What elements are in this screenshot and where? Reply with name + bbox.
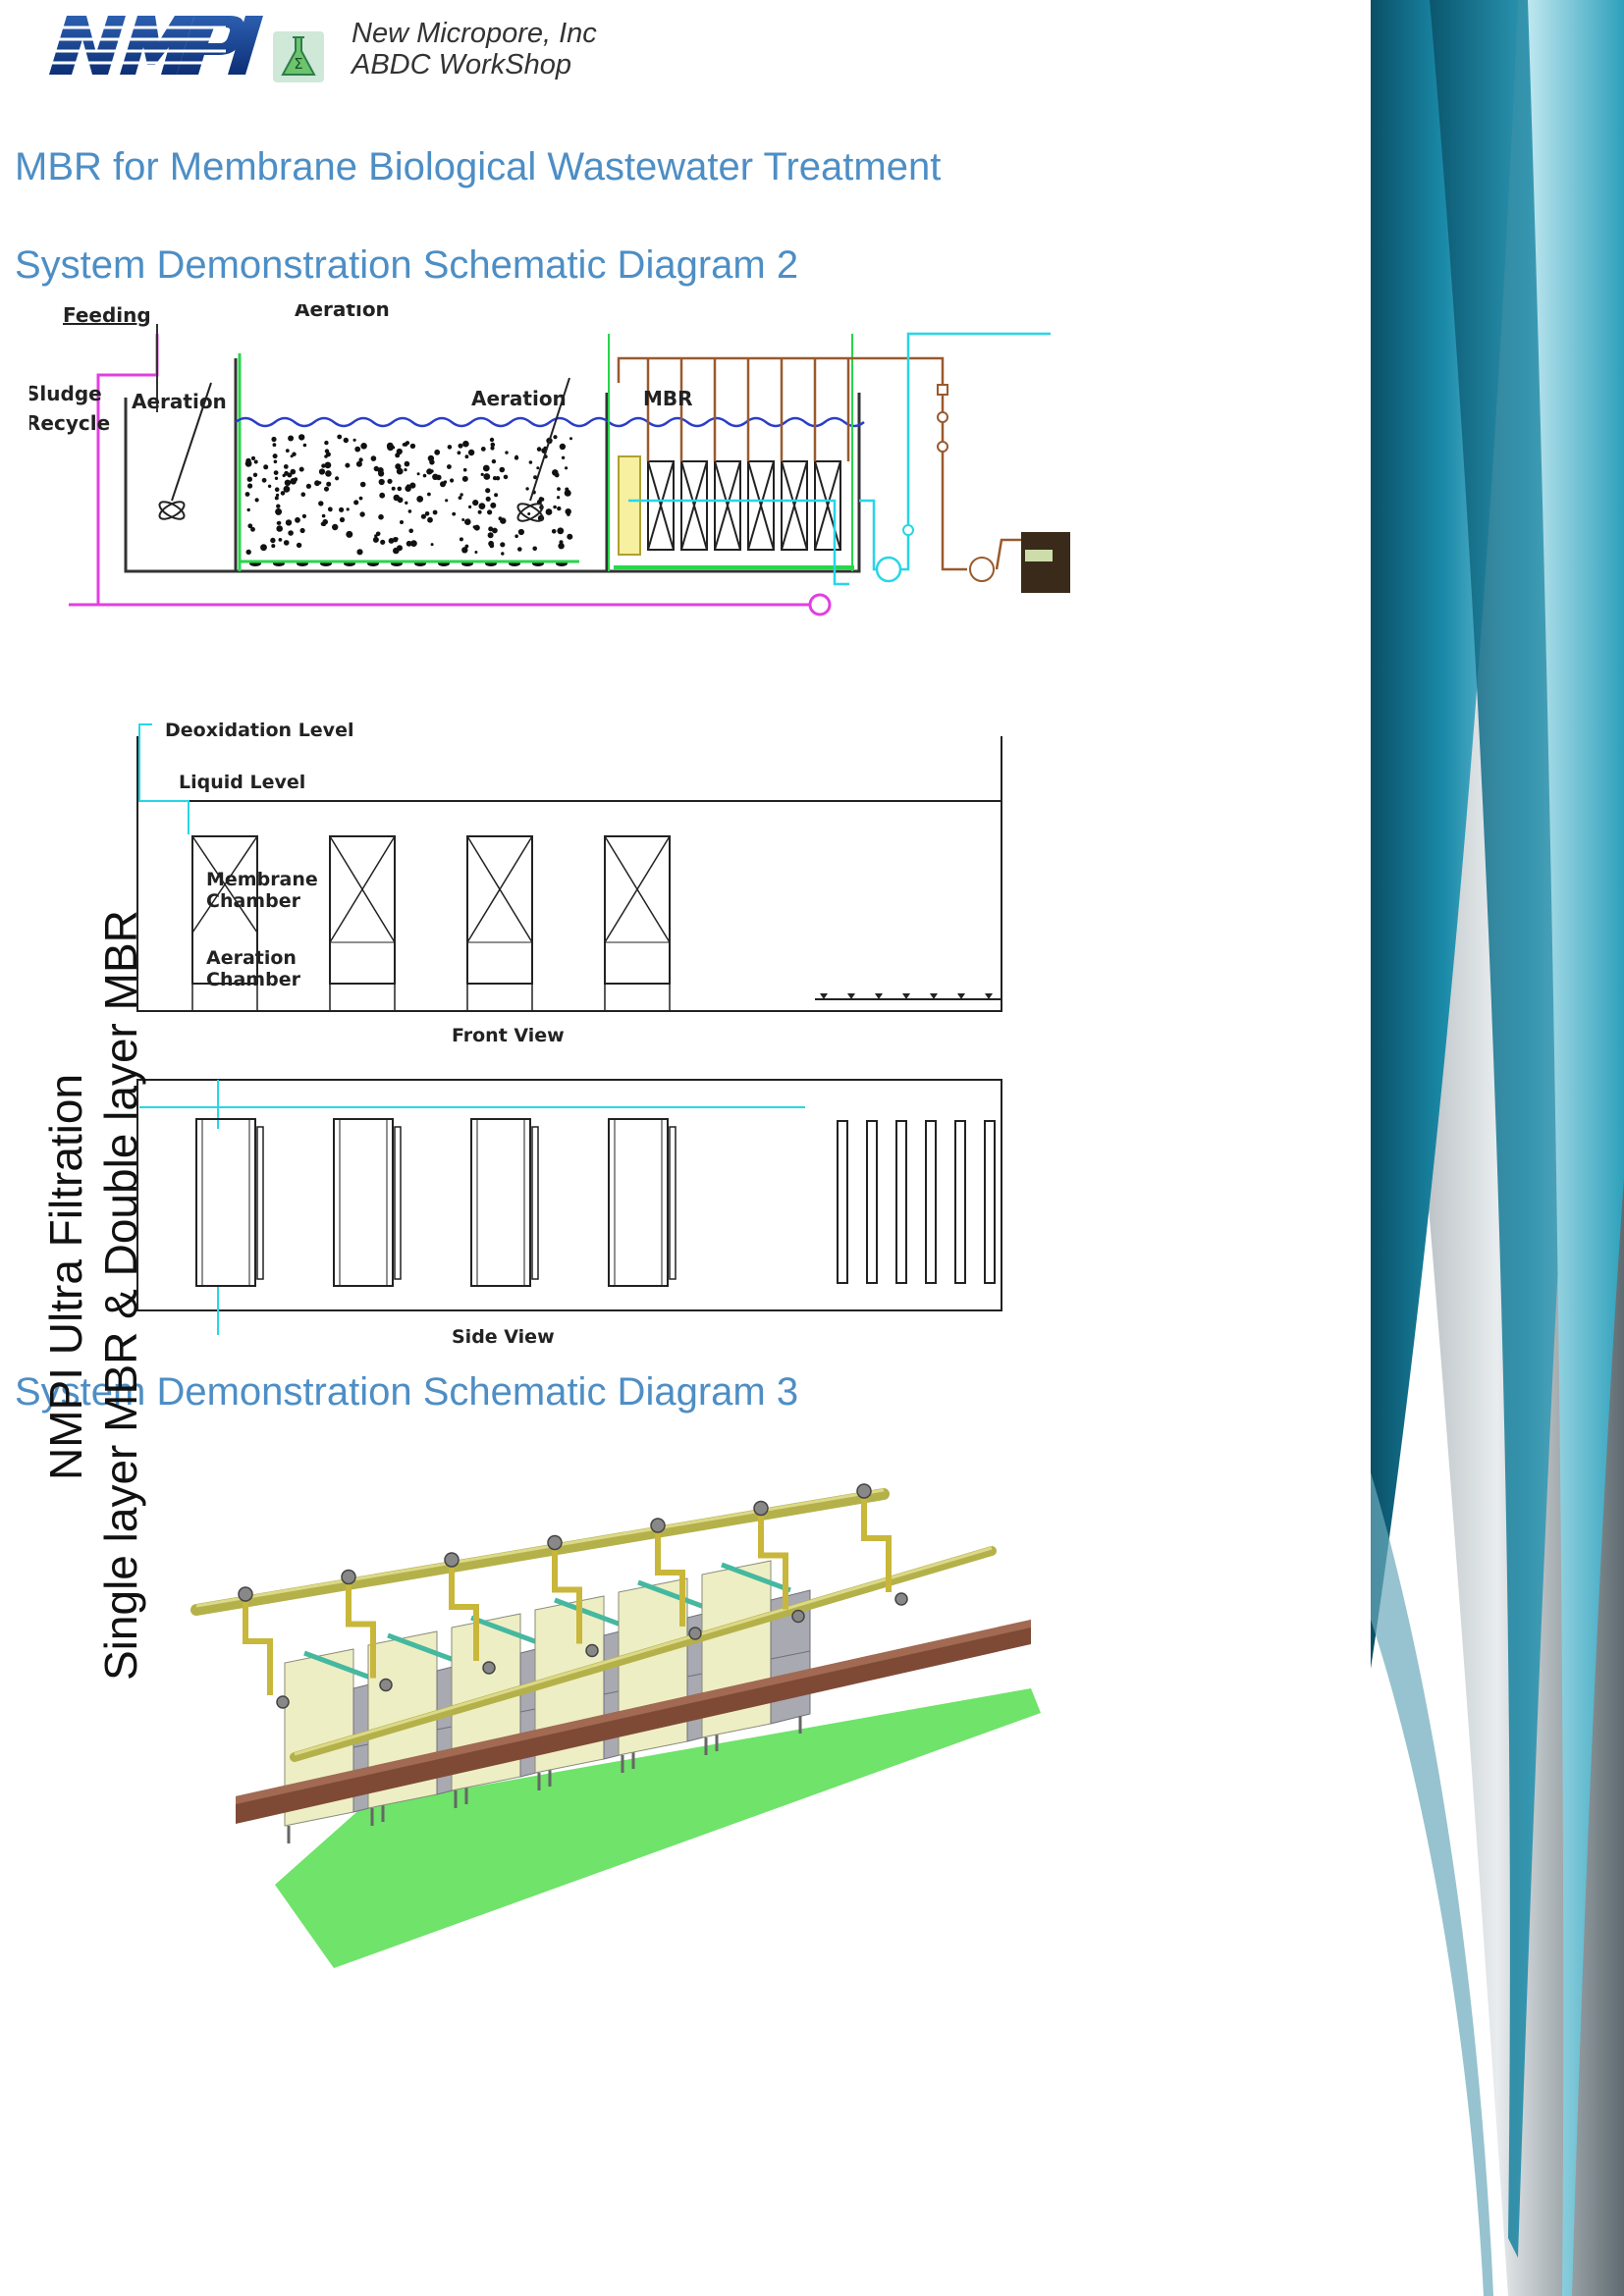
mbr-label: MBR xyxy=(643,387,693,410)
mbr-membrane-modules xyxy=(618,455,841,556)
process-flow-diagram: Feeding Aeration Sludge Recycle Aeration… xyxy=(29,304,1070,616)
sludge-recycle-pipe xyxy=(69,373,820,607)
permeate-pipes xyxy=(617,356,1021,571)
side-view-caption: Side View xyxy=(452,1326,555,1348)
membrane-chamber-label-2: Chamber xyxy=(206,890,301,912)
ground-plate xyxy=(275,1688,1041,1968)
product-tank xyxy=(1021,532,1070,593)
permeate-header-pipe xyxy=(290,1546,997,1762)
membrane-chamber-label-1: Membrane xyxy=(206,869,318,890)
air-header-pipe xyxy=(190,1488,890,1616)
isometric-mbr-diagram xyxy=(190,1483,1041,1968)
decorative-swoosh-banner xyxy=(1371,0,1624,2296)
sludge-label: Sludge xyxy=(29,382,102,405)
water-surface xyxy=(235,416,865,428)
aeration-tank-1-label: Aeration xyxy=(132,390,227,413)
mixer-icon xyxy=(158,377,570,522)
flask-sigma-icon: Σ xyxy=(273,31,324,82)
front-view-modules xyxy=(191,835,671,1012)
aeration-chamber-label-2: Chamber xyxy=(206,969,301,990)
side-view-diffuser-slats xyxy=(837,1120,996,1284)
front-side-view-diagram: Deoxidation Level Liquid Level Membrane … xyxy=(136,720,1002,1348)
sidebar-title-line-1: NMPI Ultra Filtration xyxy=(40,1073,91,1480)
page-title: MBR for Membrane Biological Wastewater T… xyxy=(15,145,942,188)
front-view-tank xyxy=(136,736,1002,1012)
recycle-pump-icon xyxy=(808,593,832,616)
aeration-chamber-label-1: Aeration xyxy=(206,947,297,969)
svg-text:Σ: Σ xyxy=(294,55,302,73)
section-3-title: System Demonstration Schematic Diagram 3 xyxy=(15,1370,799,1414)
deoxidation-level-label: Deoxidation Level xyxy=(165,720,353,741)
front-view-caption: Front View xyxy=(452,1025,565,1046)
tank-outline xyxy=(124,358,861,573)
aeration-bubbles xyxy=(244,434,573,566)
company-subtitle: ABDC WorkShop xyxy=(352,49,572,80)
liquid-level-label: Liquid Level xyxy=(179,772,305,793)
company-name: New Micropore, Inc xyxy=(352,18,597,49)
nmpi-logo xyxy=(29,16,263,75)
permeate-pump-icon xyxy=(969,557,995,582)
recycle-label: Recycle xyxy=(29,411,110,435)
aeration-tank-2-label: Aeration xyxy=(471,387,567,410)
aeration-top-label: Aeration xyxy=(295,304,390,321)
riser-pipes xyxy=(238,1483,908,1709)
blower-icon xyxy=(875,556,902,583)
sidebar-title-line-2: Single layer MBR & Double layer MBR xyxy=(95,910,146,1681)
side-view-tank xyxy=(136,1079,1002,1311)
section-2-title: System Demonstration Schematic Diagram 2 xyxy=(15,243,799,287)
side-view-modules xyxy=(195,1118,677,1287)
feeding-label: Feeding xyxy=(63,304,151,327)
